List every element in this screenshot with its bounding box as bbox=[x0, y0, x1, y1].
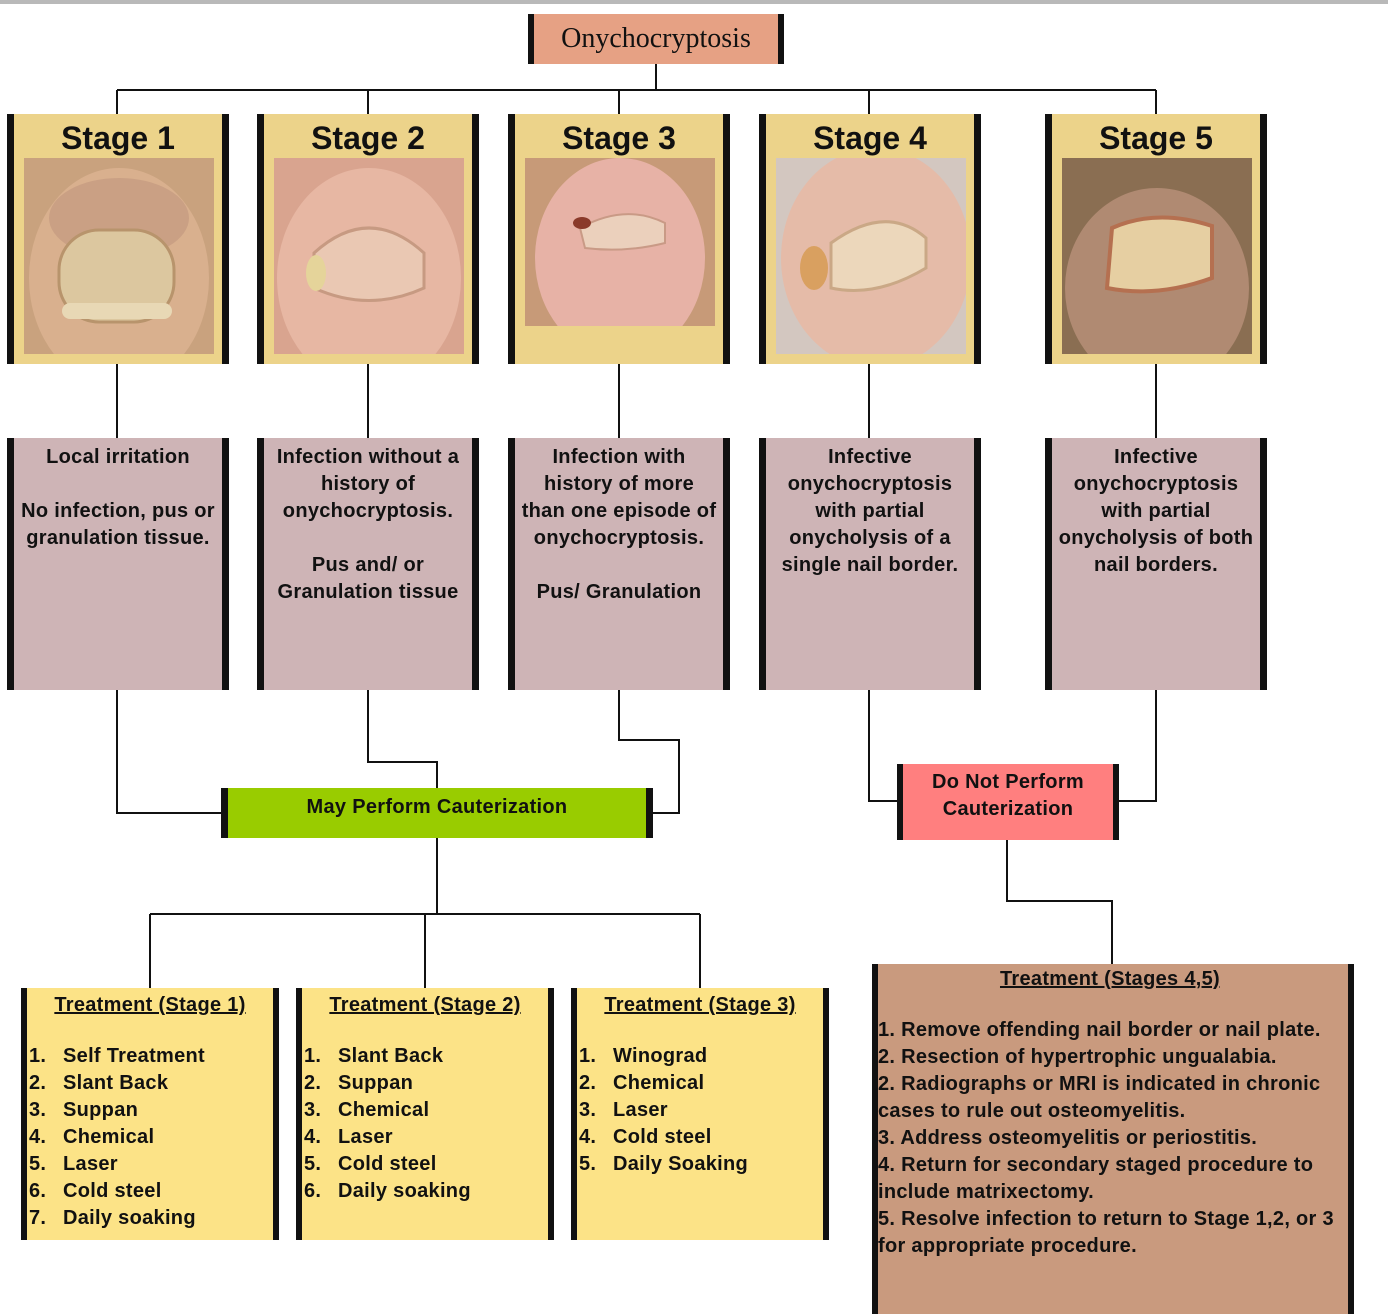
list-item: 2.Suppan bbox=[304, 1072, 414, 1094]
list-item: 3.Chemical bbox=[304, 1099, 430, 1121]
list-item: 4. Return for secondary staged procedure… bbox=[878, 1154, 1314, 1203]
desc-line: Infection without a history of onychocry… bbox=[276, 446, 460, 522]
list-item: 2.Chemical bbox=[579, 1072, 705, 1094]
treatment-list: 1. Remove offending nail border or nail … bbox=[878, 1017, 1342, 1260]
connector-donot-4 bbox=[868, 690, 897, 802]
desc-line: Local irritation bbox=[46, 446, 190, 468]
desc-line: Infection with history of more than one … bbox=[521, 446, 717, 549]
treatment-stage-1: Treatment (Stage 1) 1.Self Treatment 2.S… bbox=[21, 988, 279, 1240]
stage-3-box: Stage 3 bbox=[508, 114, 730, 364]
stage-5-box: Stage 5 bbox=[1045, 114, 1267, 364]
list-item: 1. Remove offending nail border or nail … bbox=[878, 1019, 1321, 1041]
list-item: 2.Slant Back bbox=[29, 1072, 169, 1094]
stage-title: Stage 4 bbox=[813, 120, 927, 156]
toe-nail-photo-icon bbox=[274, 158, 464, 354]
stage-title: Stage 2 bbox=[311, 120, 425, 156]
treatment-stage-3: Treatment (Stage 3) 1.Winograd 2.Chemica… bbox=[571, 988, 829, 1240]
connector-treat-45 bbox=[1006, 840, 1113, 964]
desc-line: No infection, pus or granulation tissue. bbox=[21, 500, 215, 549]
stage-title: Stage 1 bbox=[61, 120, 175, 156]
list-item: 1.Winograd bbox=[579, 1045, 708, 1067]
top-border bbox=[0, 0, 1388, 4]
treatment-list: 1.Slant Back 2.Suppan 3.Chemical 4.Laser… bbox=[302, 1043, 548, 1205]
treatment-stage-2: Treatment (Stage 2) 1.Slant Back 2.Suppa… bbox=[296, 988, 554, 1240]
desc-line: Infective onychocryptosis with partial o… bbox=[1058, 446, 1254, 576]
may-perform-label: May Perform Cauterization bbox=[306, 796, 568, 818]
list-item: 4.Chemical bbox=[29, 1126, 155, 1148]
treatment-stages-4-5: Treatment (Stages 4,5) 1. Remove offendi… bbox=[872, 964, 1354, 1314]
stage-4-box: Stage 4 bbox=[759, 114, 981, 364]
stage-3-description: Infection with history of more than one … bbox=[508, 438, 730, 690]
list-item: 6.Daily soaking bbox=[304, 1180, 471, 1202]
list-item: 4.Laser bbox=[304, 1126, 393, 1148]
stage-1-description: Local irritation No infection, pus or gr… bbox=[7, 438, 229, 690]
list-item: 5.Cold steel bbox=[304, 1153, 437, 1175]
list-item: 3.Laser bbox=[579, 1099, 668, 1121]
do-not-perform-cauterization: Do Not Perform Cauterization bbox=[897, 764, 1119, 840]
toe-nail-photo-icon bbox=[1062, 158, 1252, 354]
stage-4-description: Infective onychocryptosis with partial o… bbox=[759, 438, 981, 690]
stage-2-description: Infection without a history of onychocry… bbox=[257, 438, 479, 690]
list-item: 5. Resolve infection to return to Stage … bbox=[878, 1208, 1334, 1257]
do-not-perform-label: Do Not Perform Cauterization bbox=[932, 771, 1084, 820]
list-item: 7.Daily soaking bbox=[29, 1207, 196, 1229]
treatment-list: 1.Winograd 2.Chemical 3.Laser 4.Cold ste… bbox=[577, 1043, 823, 1178]
list-item: 1.Self Treatment bbox=[29, 1045, 206, 1067]
treatment-title: Treatment (Stages 4,5) bbox=[999, 968, 1220, 990]
list-item: 1.Slant Back bbox=[304, 1045, 444, 1067]
desc-line: Pus and/ or Granulation tissue bbox=[277, 554, 459, 603]
connector-donot-5 bbox=[1119, 690, 1157, 802]
toe-nail-photo-icon bbox=[24, 158, 214, 354]
root-node: Onychocryptosis bbox=[528, 14, 784, 64]
connector-may-3 bbox=[618, 690, 680, 814]
list-item: 3.Suppan bbox=[29, 1099, 139, 1121]
list-item: 6.Cold steel bbox=[29, 1180, 162, 1202]
stage-title: Stage 5 bbox=[1099, 120, 1213, 156]
list-item: 4.Cold steel bbox=[579, 1126, 712, 1148]
desc-line: Infective onychocryptosis with partial o… bbox=[781, 446, 959, 576]
list-item: 5.Daily Soaking bbox=[579, 1153, 749, 1175]
connector-may-1 bbox=[116, 690, 221, 814]
stage-1-box: Stage 1 bbox=[7, 114, 229, 364]
stage-5-description: Infective onychocryptosis with partial o… bbox=[1045, 438, 1267, 690]
list-item: 5.Laser bbox=[29, 1153, 118, 1175]
toe-nail-photo-icon bbox=[776, 158, 966, 354]
treatment-title: Treatment (Stage 2) bbox=[329, 994, 521, 1016]
treatment-title: Treatment (Stage 1) bbox=[54, 994, 246, 1016]
root-label: Onychocryptosis bbox=[561, 23, 751, 54]
toe-nail-photo-icon bbox=[525, 158, 715, 326]
stage-2-box: Stage 2 bbox=[257, 114, 479, 364]
connector-may-2 bbox=[367, 690, 438, 788]
treatment-list: 1.Self Treatment 2.Slant Back 3.Suppan 4… bbox=[27, 1043, 273, 1232]
may-perform-cauterization: May Perform Cauterization bbox=[221, 788, 653, 838]
list-item: 2. Resection of hypertrophic ungualabia. bbox=[878, 1046, 1277, 1068]
treatment-title: Treatment (Stage 3) bbox=[604, 994, 796, 1016]
stage-title: Stage 3 bbox=[562, 120, 676, 156]
desc-line: Pus/ Granulation bbox=[536, 581, 702, 603]
list-item: 3. Address osteomyelitis or periostitis. bbox=[878, 1127, 1258, 1149]
list-item: 2. Radiographs or MRI is indicated in ch… bbox=[878, 1073, 1321, 1122]
